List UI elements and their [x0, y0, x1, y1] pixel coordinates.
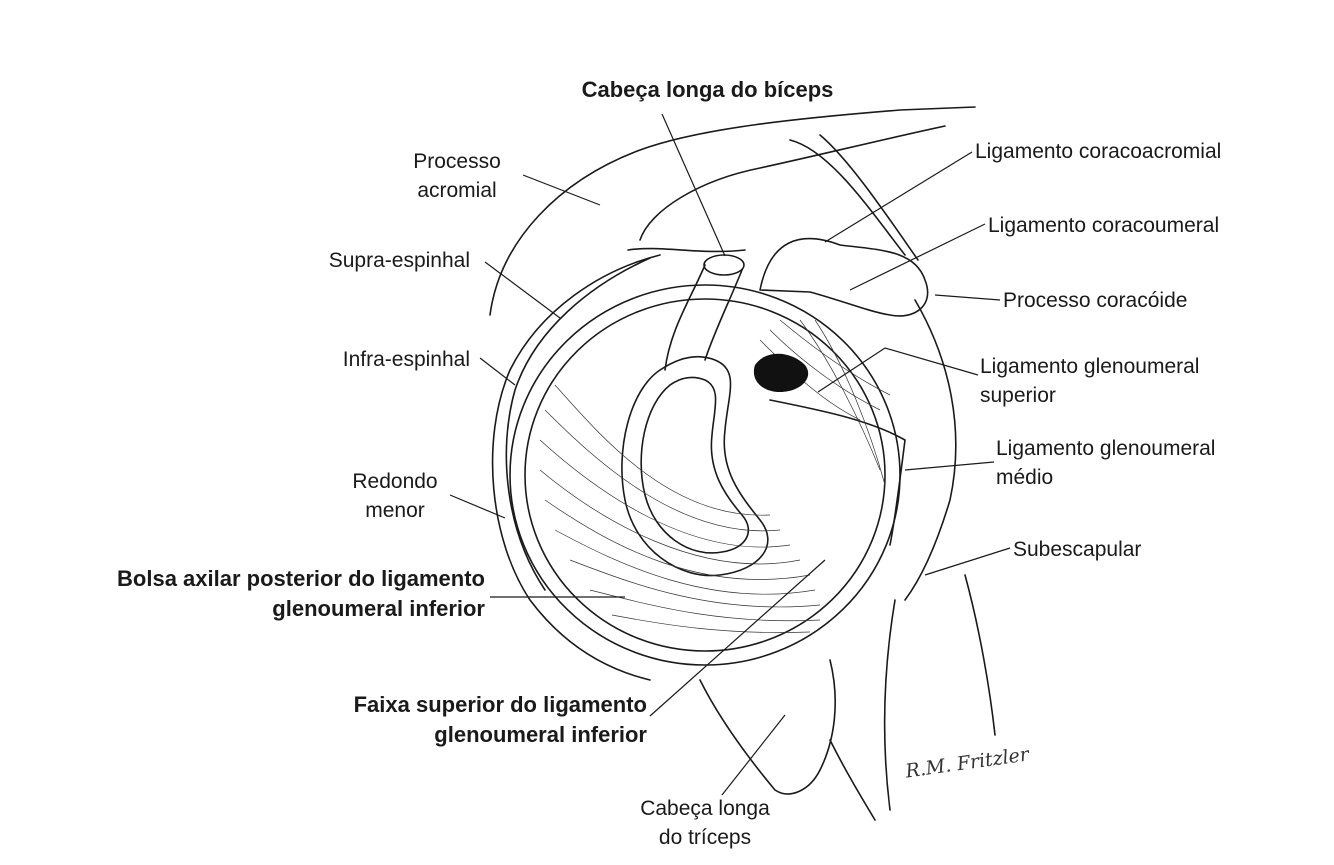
label-coracoide: Processo coracóide — [1003, 289, 1188, 312]
label-subescapular: Subescapular — [1013, 538, 1142, 561]
superior-recess-shadow — [753, 353, 809, 392]
scapula-right — [964, 574, 996, 736]
label-triceps-1: Cabeça longa — [640, 797, 770, 820]
biceps-tendon-2 — [704, 269, 743, 361]
label-faixa-2: glenoumeral inferior — [434, 722, 647, 747]
rotator-cuff-band — [505, 257, 651, 591]
glenoid-inner-rim — [524, 298, 886, 652]
subscapularis-edge — [904, 299, 957, 601]
coracoacromial-ligament-shape-2 — [819, 134, 919, 261]
middle-gh-ligament — [769, 399, 906, 546]
coracoid-outline — [759, 237, 929, 317]
label-supra-espinhal: Supra-espinhal — [328, 249, 470, 272]
label-infra-espinhal: Infra-espinhal — [342, 348, 470, 371]
triceps-outline — [699, 659, 836, 795]
glenoid-fossa — [621, 355, 769, 577]
acromion-lower-edge — [627, 247, 746, 253]
label-biceps: Cabeça longa do bíceps — [581, 77, 834, 102]
glenoid-fossa-inner — [640, 376, 750, 554]
rotator-cuff-outer — [491, 254, 661, 681]
acromion-outline — [489, 106, 976, 316]
label-gl-medio-1: Ligamento glenoumeral — [996, 437, 1216, 460]
label-gl-medio-2: médio — [996, 466, 1054, 489]
acromion-inner — [639, 125, 946, 241]
label-triceps-2: do tríceps — [658, 826, 752, 849]
biceps-tendon-cut — [703, 254, 745, 276]
leader-lines — [449, 113, 1011, 796]
coracoacromial-ligament-shape — [789, 139, 906, 256]
ligament-fibers — [539, 319, 891, 633]
label-redondo-1: Redondo — [352, 470, 438, 493]
glenoid-outer-rim — [509, 284, 901, 666]
label-bolsa-1: Bolsa axilar posterior do ligamento — [117, 566, 485, 591]
label-coracoacromial: Ligamento coracoacromial — [975, 140, 1222, 163]
label-coracoumeral: Ligamento coracoumeral — [988, 214, 1220, 237]
label-gl-superior-2: superior — [980, 384, 1056, 407]
label-bolsa-2: glenoumeral inferior — [272, 596, 485, 621]
biceps-tendon — [664, 264, 706, 371]
label-gl-superior-1: Ligamento glenoumeral — [980, 355, 1200, 378]
label-acromial-1: Processo — [413, 150, 501, 173]
humerus-shaft-right — [883, 599, 896, 811]
label-redondo-2: menor — [365, 499, 425, 522]
label-faixa-1: Faixa superior do ligamento — [353, 692, 647, 717]
label-acromial-2: acromial — [417, 179, 497, 202]
humerus-shaft-left — [829, 739, 876, 821]
